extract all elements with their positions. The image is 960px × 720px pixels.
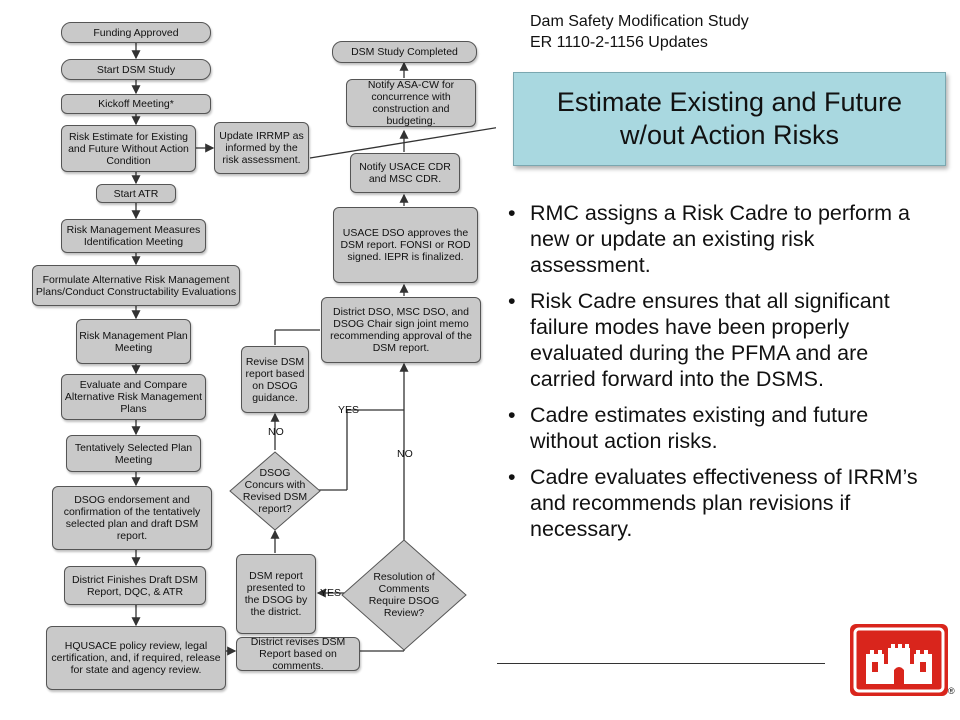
edge-label-no-right: NO [397, 448, 413, 460]
bullet-item: •Cadre evaluates effectiveness of IRRM’s… [508, 465, 918, 541]
node-rm-plan-meeting: Risk Management Plan Meeting [76, 319, 191, 364]
bullet-text: Cadre evaluates effectiveness of IRRM’s … [530, 465, 918, 541]
node-notify-asa-cw: Notify ASA-CW for concurrence with const… [346, 79, 476, 127]
bullet-text: Cadre estimates existing and future with… [530, 403, 869, 453]
node-dsog-endorsement: DSOG endorsement and confirmation of the… [52, 486, 212, 550]
node-formulate-plans: Formulate Alternative Risk Management Pl… [32, 265, 240, 306]
node-joint-memo: District DSO, MSC DSO, and DSOG Chair si… [321, 297, 481, 363]
node-hqusace-review: HQUSACE policy review, legal certificati… [46, 626, 226, 690]
node-dsm-report-presented: DSM report presented to the DSOG by the … [236, 554, 316, 634]
node-tentative-plan-meeting: Tentatively Selected Plan Meeting [66, 435, 201, 472]
node-risk-estimate: Risk Estimate for Existing and Future Wi… [61, 125, 196, 172]
slide-header: Dam Safety Modification Study ER 1110-2-… [530, 11, 749, 53]
node-rm-measures-meeting: Risk Management Measures Identification … [61, 219, 206, 253]
callout-line-1: Estimate Existing and Future [556, 87, 903, 117]
registered-mark: ® [948, 686, 955, 696]
bullet-item: •Cadre estimates existing and future wit… [508, 403, 869, 453]
edge-label-yes-bottom: YES [320, 587, 342, 599]
node-notify-usace-cdr: Notify USACE CDR and MSC CDR. [350, 153, 460, 193]
header-line-2: ER 1110-2-1156 Updates [530, 34, 708, 51]
decision-dsog-concurs: DSOG Concurs with Revised DSM report? [242, 467, 308, 515]
callout-line-2: w/out Action Risks [619, 120, 840, 150]
edge-label-no-left: NO [268, 426, 284, 438]
header-line-1: Dam Safety Modification Study [530, 13, 749, 30]
node-start-dsm-study: Start DSM Study [61, 59, 211, 80]
bullet-item: •RMC assigns a Risk Cadre to perform a n… [508, 201, 910, 277]
node-update-irrmp: Update IRRMP as informed by the risk ass… [214, 122, 309, 174]
bullet-item: •Risk Cadre ensures that all significant… [508, 289, 890, 391]
node-revise-dsm-report: Revise DSM report based on DSOG guidance… [241, 346, 309, 413]
decision-resolution-comments: Resolution of Comments Require DSOG Revi… [368, 571, 440, 619]
node-dso-approves: USACE DSO approves the DSM report. FONSI… [333, 207, 478, 283]
node-start-atr: Start ATR [96, 184, 176, 203]
node-district-finishes: District Finishes Draft DSM Report, DQC,… [64, 566, 206, 605]
castle-icon [850, 624, 948, 696]
footer-divider [497, 663, 825, 664]
flowchart-image: Funding Approved Start DSM Study Kickoff… [32, 22, 496, 690]
bullet-text: Risk Cadre ensures that all significant … [530, 289, 890, 391]
callout-title: Estimate Existing and Future w/out Actio… [513, 72, 946, 166]
node-dsm-study-completed: DSM Study Completed [332, 41, 477, 63]
bullet-list: •RMC assigns a Risk Cadre to perform a n… [508, 200, 938, 552]
node-funding-approved: Funding Approved [61, 22, 211, 43]
node-evaluate-compare: Evaluate and Compare Alternative Risk Ma… [61, 374, 206, 420]
edge-label-yes-top: YES [338, 404, 360, 416]
bullet-text: RMC assigns a Risk Cadre to perform a ne… [530, 201, 910, 277]
node-district-revises: District revises DSM Report based on com… [236, 636, 360, 672]
node-kickoff-meeting: Kickoff Meeting* [61, 94, 211, 114]
